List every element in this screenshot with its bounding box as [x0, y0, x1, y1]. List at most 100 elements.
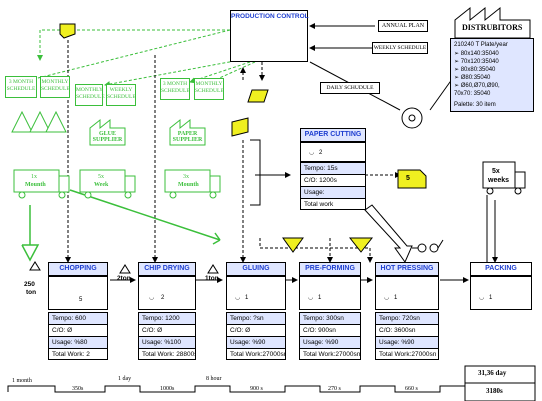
- process-data-chopping: Tempo: 600 C/O: Ø Usage: %80 Total Work:…: [48, 312, 108, 360]
- data-row: C/O: Ø: [227, 325, 285, 337]
- inventory-label: 1ton: [205, 275, 219, 282]
- data-row: Tempo: 720sn: [376, 313, 438, 325]
- paper-supplier-label: PAPER SUPPLIER: [172, 131, 203, 143]
- data-row: Total Work:27000sn: [230, 351, 285, 358]
- customer-line: 70x70: 35040: [454, 91, 491, 97]
- process-title-chip-drying: CHIP DRYING: [138, 262, 196, 276]
- process-time: 900 s: [250, 386, 263, 392]
- operator-icon: ◡: [309, 150, 315, 156]
- kanban-count: 5: [406, 175, 410, 182]
- process-title-gluing: GLUING: [226, 262, 286, 276]
- inventory-label: 2ton: [117, 275, 131, 282]
- data-row: Tempo: 1200: [139, 313, 195, 325]
- operator-icon: ◡: [308, 295, 314, 301]
- production-control-box: PRODUCTION CONTROL: [230, 10, 309, 62]
- total-process-time: 3180s: [486, 387, 503, 395]
- truck-frequency: 1x: [31, 174, 37, 180]
- customer-line: ➢ 80x140:35040: [454, 51, 499, 57]
- schedule-label: WEEKLY SCHEDULE: [107, 87, 136, 100]
- data-row: Tempo: 600: [49, 313, 107, 325]
- process-data-hot-pressing: Tempo: 720sn C/O: 3600sn Usage: %90 Tota…: [375, 312, 439, 360]
- operator-count: 1: [489, 295, 493, 301]
- truck-frequency-unit: Week: [94, 182, 109, 188]
- customer-line: ➢ Ø80:35040: [454, 75, 491, 81]
- paper-cutting-title: PAPER CUTTING: [300, 128, 366, 142]
- truck-frequency: 3x: [183, 174, 189, 180]
- schedule-label: 3 MONTH SCHEDULE: [161, 81, 190, 94]
- total-lead-time: 31,36 day: [478, 369, 507, 377]
- customer-palette: Palette: 30 item: [454, 102, 496, 108]
- process-operator-area: ◡ 1: [226, 276, 286, 310]
- operator-icon: ◡: [149, 295, 155, 301]
- data-row: Usage: %90: [300, 337, 360, 349]
- process-title-packing: PACKING: [470, 262, 532, 276]
- supplier-schedule-box: MONTHLY SCHEDULE: [194, 78, 224, 100]
- supplier-schedule-box: 3 MONTH SCHEDULE: [160, 78, 190, 100]
- process-data-pre-forming: Tempo: 300sn C/O: 900sn Usage: %90 Total…: [299, 312, 361, 360]
- truck-frequency-unit: Mounth: [178, 182, 199, 188]
- operator-icon: ◡: [384, 295, 390, 301]
- operator-count: 1: [318, 295, 322, 301]
- data-row: Tempo: 300sn: [300, 313, 360, 325]
- data-row: Usage: %80: [49, 337, 107, 349]
- process-operator-area: 5: [48, 276, 108, 310]
- data-row: Total Work: 28800sn: [142, 351, 195, 358]
- process-title-chopping: CHOPPING: [48, 262, 108, 276]
- data-row: Total work: [304, 201, 334, 208]
- data-row: Usage: %100: [139, 337, 195, 349]
- operator-count: 1: [394, 295, 398, 301]
- data-row: Tempo: ?sn: [227, 313, 285, 325]
- customer-line: ➢ 80x80:35040: [454, 67, 496, 73]
- lead-time: 1 day: [118, 376, 132, 382]
- data-row: C/O: Ø: [49, 325, 107, 337]
- data-row: Total Work:27000sn: [379, 351, 437, 358]
- supplier-schedule-box: MONTHLY SCHEDULE: [40, 76, 70, 98]
- customer-frequency-unit: weeks: [488, 177, 510, 184]
- process-title-pre-forming: PRE-FORMING: [299, 262, 361, 276]
- supplier-schedule-box: 3 MONTH SCHEDULE: [5, 76, 37, 98]
- weekly-schedule-label: WEEKLY SCHEDULE: [372, 42, 428, 54]
- schedule-label: 3 MONTH SCHEDULE: [6, 79, 36, 92]
- data-row: C/O: 900sn: [300, 325, 360, 337]
- schedule-label: MONTHLY SCHEDULE: [195, 81, 224, 94]
- customer-data-box: 210240 T Plate/year ➢ 80x140:35040 ➢ 70x…: [450, 38, 534, 112]
- schedule-label: MONTHLY SCHEDULE: [76, 87, 105, 100]
- operator-count: 2: [161, 295, 165, 301]
- data-row: Tempo: 15s: [301, 163, 365, 175]
- supplier-schedule-box: WEEKLY SCHEDULE: [106, 84, 136, 106]
- data-row: Usage: %90: [376, 337, 438, 349]
- glue-supplier-label: GLUE SUPPLIER: [92, 131, 123, 143]
- process-time: 270 s: [328, 386, 341, 392]
- truck-frequency: 5x: [98, 174, 104, 180]
- operator-icon: ◡: [479, 295, 485, 301]
- paper-cutting-data: Tempo: 15s C/O: 1200s Usage: Total work: [300, 162, 366, 210]
- operator-count: 5: [79, 297, 83, 303]
- process-data-chip-drying: Tempo: 1200 C/O: Ø Usage: %100 Total Wor…: [138, 312, 196, 360]
- truck-frequency-unit: Mounth: [25, 182, 46, 188]
- lead-time: 8 hour: [206, 376, 222, 382]
- supplier-schedule-box: MONTHLY SCHEDULE: [75, 84, 105, 106]
- data-row: Total Work:27000sn: [303, 351, 360, 358]
- process-operator-area: ◡ 1: [375, 276, 439, 310]
- process-operator-area: ◡ 2: [138, 276, 196, 310]
- data-row: Usage: %90: [227, 337, 285, 349]
- inventory-label: 250: [24, 281, 35, 288]
- process-time: 350s: [72, 386, 84, 392]
- process-operator-area: ◡ 1: [299, 276, 361, 310]
- operator-icon: ◡: [235, 295, 241, 301]
- distributors-title: DISTRUBITORS: [462, 23, 523, 32]
- process-title-hot-pressing: HOT PRESSING: [375, 262, 439, 276]
- process-operator-area: ◡ 1: [470, 276, 532, 310]
- customer-line: 210240 T Plate/year: [454, 42, 508, 48]
- customer-line: ➢ Ø60,Ø70,Ø90,: [454, 83, 500, 89]
- paper-cutting-operator-area: ◡ 2: [300, 142, 366, 162]
- operator-count: 1: [245, 295, 249, 301]
- customer-frequency: 5x: [492, 168, 500, 175]
- schedule-label: MONTHLY SCHEDULE: [41, 79, 70, 92]
- data-row: C/O: 1200s: [301, 175, 365, 187]
- data-row: Usage:: [301, 187, 365, 199]
- lead-time: 1 month: [12, 378, 32, 384]
- production-control-title: PRODUCTION CONTROL: [231, 13, 309, 20]
